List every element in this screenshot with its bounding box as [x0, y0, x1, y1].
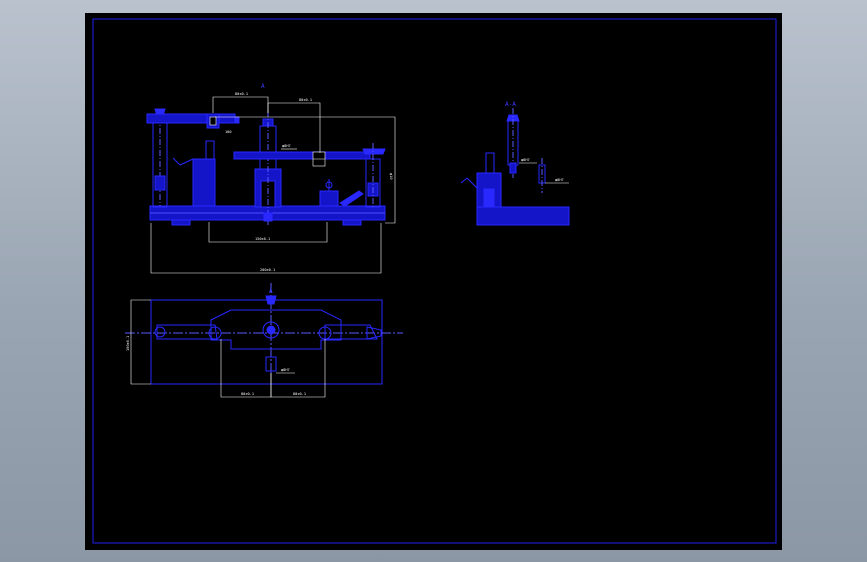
top-dim-3: 80±0.1 [293, 392, 306, 396]
front-dim-7: φ8H7 [282, 144, 291, 148]
section-dim-1: φ8H7 [521, 158, 530, 162]
section-base [476, 206, 570, 226]
top-dim-2: 80±0.1 [241, 392, 254, 396]
front-dim-2: 80±0.1 [299, 98, 312, 102]
section-dim-2: φ8H7 [555, 178, 564, 182]
right-arm [233, 151, 371, 160]
top-left-lever [156, 324, 218, 340]
cad-drawing: 80±0.1 80±0.1 150±0.1 200±0.1 φ10 100 φ8… [92, 18, 777, 544]
section-marker: A-A [505, 101, 516, 108]
top-arm [146, 113, 236, 124]
top-dimensions [130, 299, 326, 398]
front-dim-labels: 80±0.1 80±0.1 150±0.1 200±0.1 φ10 100 φ8… [225, 83, 393, 272]
top-view [125, 283, 403, 385]
top-dim-4: φ8H7 [281, 368, 290, 372]
front-dim-5: φ10 [389, 173, 393, 180]
top-dim-1: 100±0.1 [126, 336, 130, 351]
section-labels: A-A φ8H7 φ8H7 [505, 101, 564, 182]
left-body [192, 158, 216, 207]
top-center-hole [262, 321, 280, 339]
front-view [146, 108, 386, 226]
top-right-lever [324, 324, 378, 340]
drawing-sheet: 80±0.1 80±0.1 150±0.1 200±0.1 φ10 100 φ8… [85, 13, 782, 550]
front-dim-6: 100 [225, 130, 232, 134]
top-view-marker: A [269, 288, 273, 295]
front-view-marker: A [261, 83, 265, 90]
top-labels: 100±0.1 80±0.1 80±0.1 φ8H7 A [126, 288, 306, 396]
top-boss [210, 309, 342, 350]
right-clamp [319, 190, 339, 207]
section-view [460, 108, 570, 226]
section-dimensions [519, 162, 569, 184]
front-dimensions [150, 96, 396, 274]
front-dim-4: 200±0.1 [260, 268, 275, 272]
outer-frame [92, 18, 777, 544]
front-dim-1: 80±0.1 [235, 92, 248, 96]
front-dim-3: 150±0.1 [255, 237, 270, 241]
